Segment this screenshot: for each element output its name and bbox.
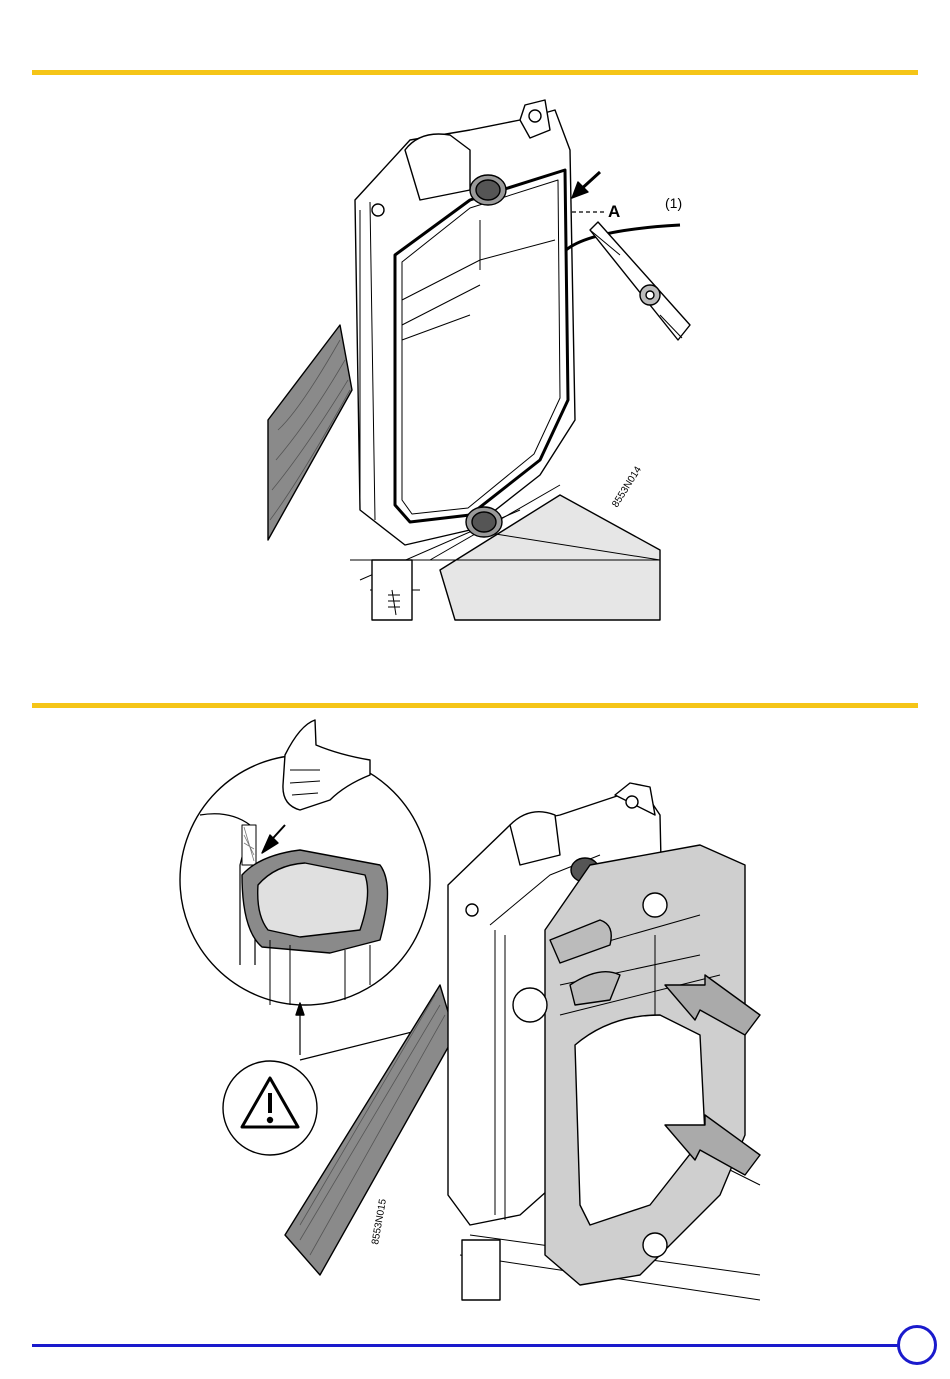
footer-line	[32, 1344, 898, 1347]
removed-gasket	[566, 225, 680, 250]
label-1: (1)	[665, 195, 682, 211]
section-rule-middle	[32, 703, 918, 708]
page-number-badge	[897, 1325, 937, 1365]
section-rule-top	[32, 70, 918, 75]
figure-gasket-installation: 8553N015	[0, 715, 950, 1315]
figure-ref-code-2: 8553N015	[370, 1198, 389, 1246]
figure-ref-code: 8553N014	[610, 464, 644, 509]
figure-gasket-removal: A (1) 8553N014	[0, 90, 950, 630]
cutter-knife	[590, 222, 690, 340]
label-a: A	[608, 202, 620, 221]
wood-support	[268, 325, 352, 540]
detail-magnifier	[180, 720, 430, 1005]
